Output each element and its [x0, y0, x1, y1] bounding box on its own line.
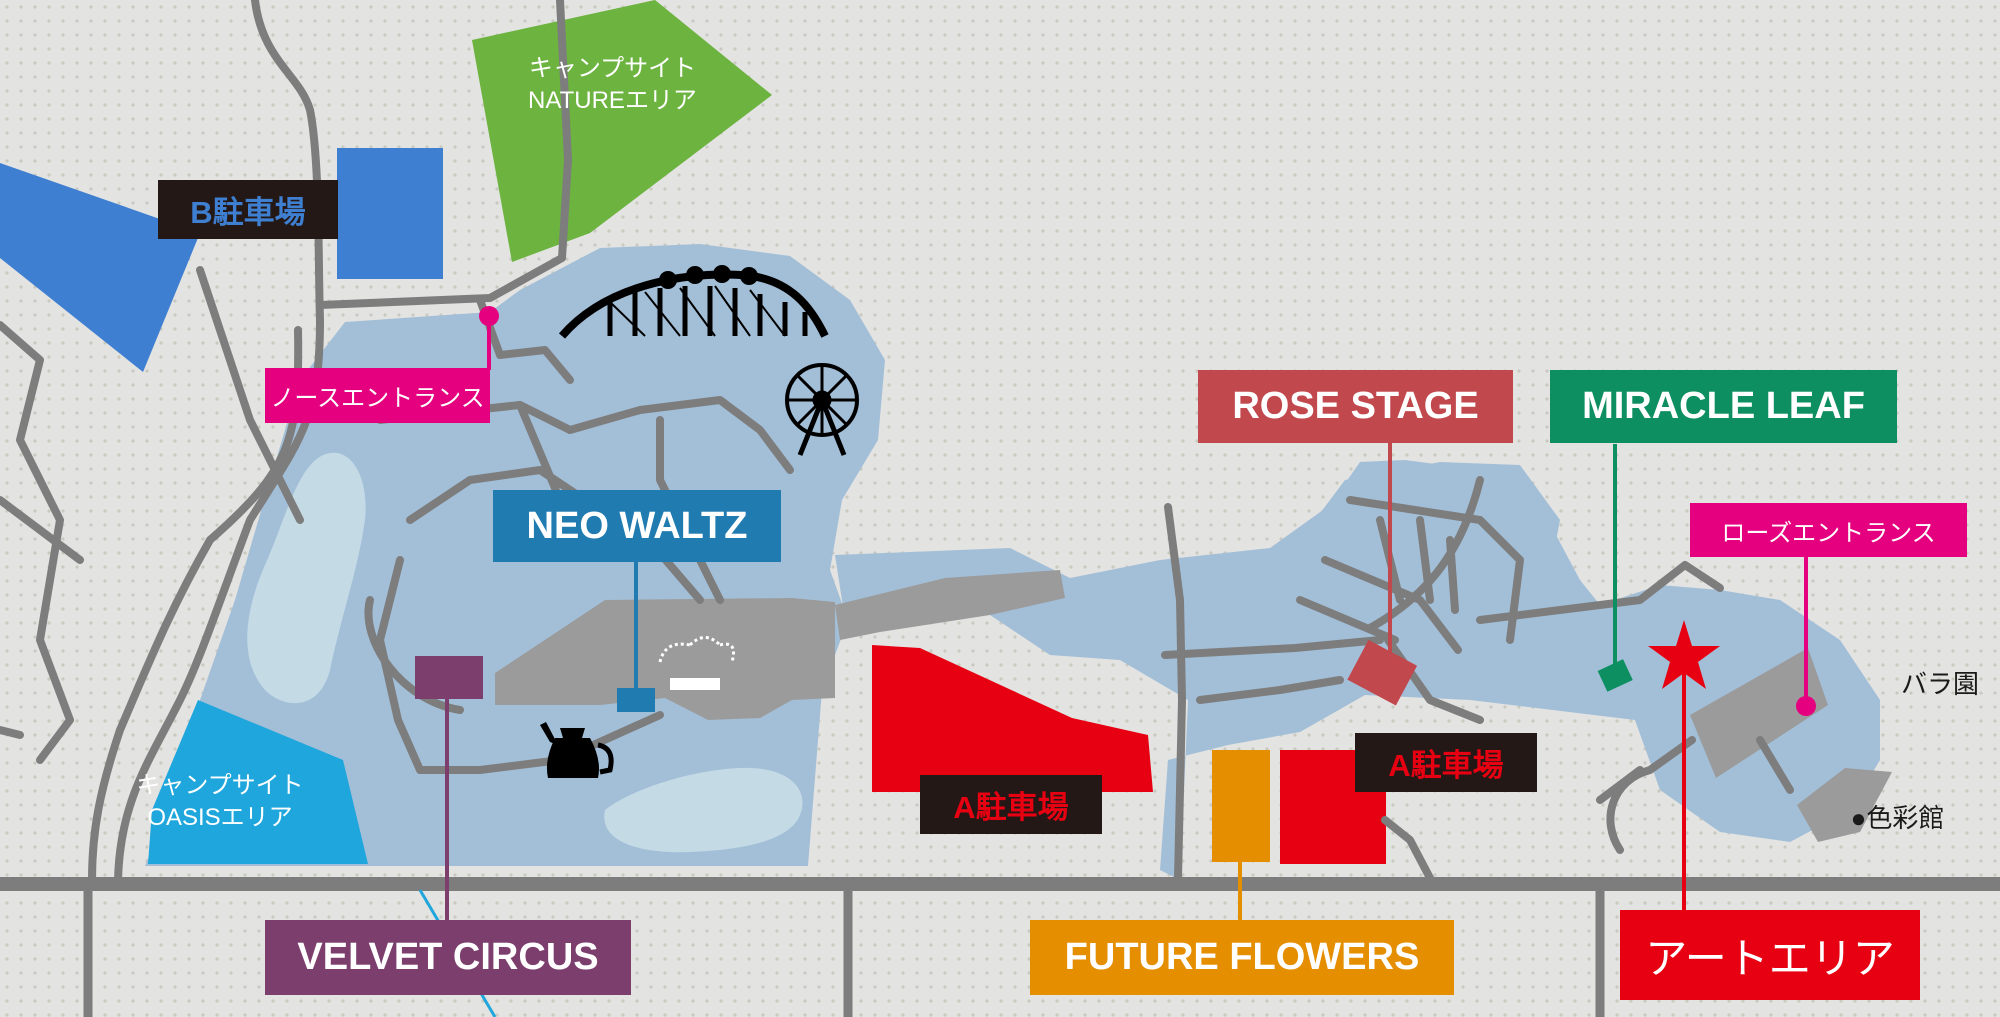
- kettle-icon: [540, 722, 614, 778]
- pond-west: [247, 452, 366, 704]
- rose-garden-label: バラ園: [1900, 668, 1979, 699]
- oasis-camp-label: キャンプサイト OASISエリア: [125, 762, 315, 842]
- pond-south: [604, 767, 803, 853]
- rose-entrance-marker: [1796, 696, 1816, 716]
- oasis-camp-label-line1: キャンプサイト: [136, 771, 304, 799]
- neo-waltz-label: NEO WALTZ: [493, 490, 781, 562]
- rose-stage-label: ROSE STAGE: [1198, 370, 1513, 443]
- a-parking-west: [872, 645, 1153, 792]
- rose-stage-marker: [1347, 639, 1418, 706]
- miracle-leaf-marker: [1597, 659, 1633, 692]
- plaza-east-wing: [835, 570, 1065, 640]
- nature-camp-label: キャンプサイト NATUREエリア: [495, 45, 730, 125]
- north-entrance-marker: [479, 306, 499, 326]
- color-hall-annex: [1797, 768, 1892, 842]
- north-entrance-label: ノースエントランス: [265, 368, 490, 423]
- nature-camp-label-line2: NATUREエリア: [528, 87, 697, 114]
- future-flowers-marker: [1212, 750, 1270, 862]
- velvet-circus-marker: [415, 656, 483, 699]
- central-plaza: [495, 598, 835, 720]
- star-icon: [1648, 620, 1720, 689]
- b-parking-lot: [337, 148, 443, 279]
- fountain-icon: [658, 636, 735, 690]
- a-parking-label-east: A駐車場: [1355, 733, 1537, 792]
- color-hall-label: ●色彩館: [1850, 802, 1945, 833]
- a-parking-label-west: A駐車場: [920, 775, 1102, 834]
- future-flowers-label: FUTURE FLOWERS: [1030, 920, 1454, 995]
- b-parking-label: B駐車場: [158, 180, 338, 239]
- miracle-leaf-label: MIRACLE LEAF: [1550, 370, 1897, 443]
- road-network: [0, 0, 1794, 884]
- b-parking-area: [0, 163, 200, 372]
- rose-entrance-label: ローズエントランス: [1690, 503, 1967, 557]
- color-hall-building: [1690, 648, 1828, 778]
- art-area-label: アートエリア: [1620, 910, 1920, 1000]
- velvet-circus-label: VELVET CIRCUS: [265, 920, 631, 995]
- connector-lines: [445, 316, 1808, 920]
- oasis-camp-label-line2: OASISエリア: [147, 804, 293, 831]
- neo-waltz-marker: [617, 688, 655, 712]
- oasis-camp-area: [148, 700, 368, 864]
- nature-camp-label-line1: キャンプサイト: [528, 54, 697, 82]
- ferris-wheel-icon: [785, 363, 859, 456]
- nature-camp-area: [472, 0, 772, 262]
- main-road: [0, 877, 2000, 1017]
- roller-coaster-icon: [558, 265, 829, 339]
